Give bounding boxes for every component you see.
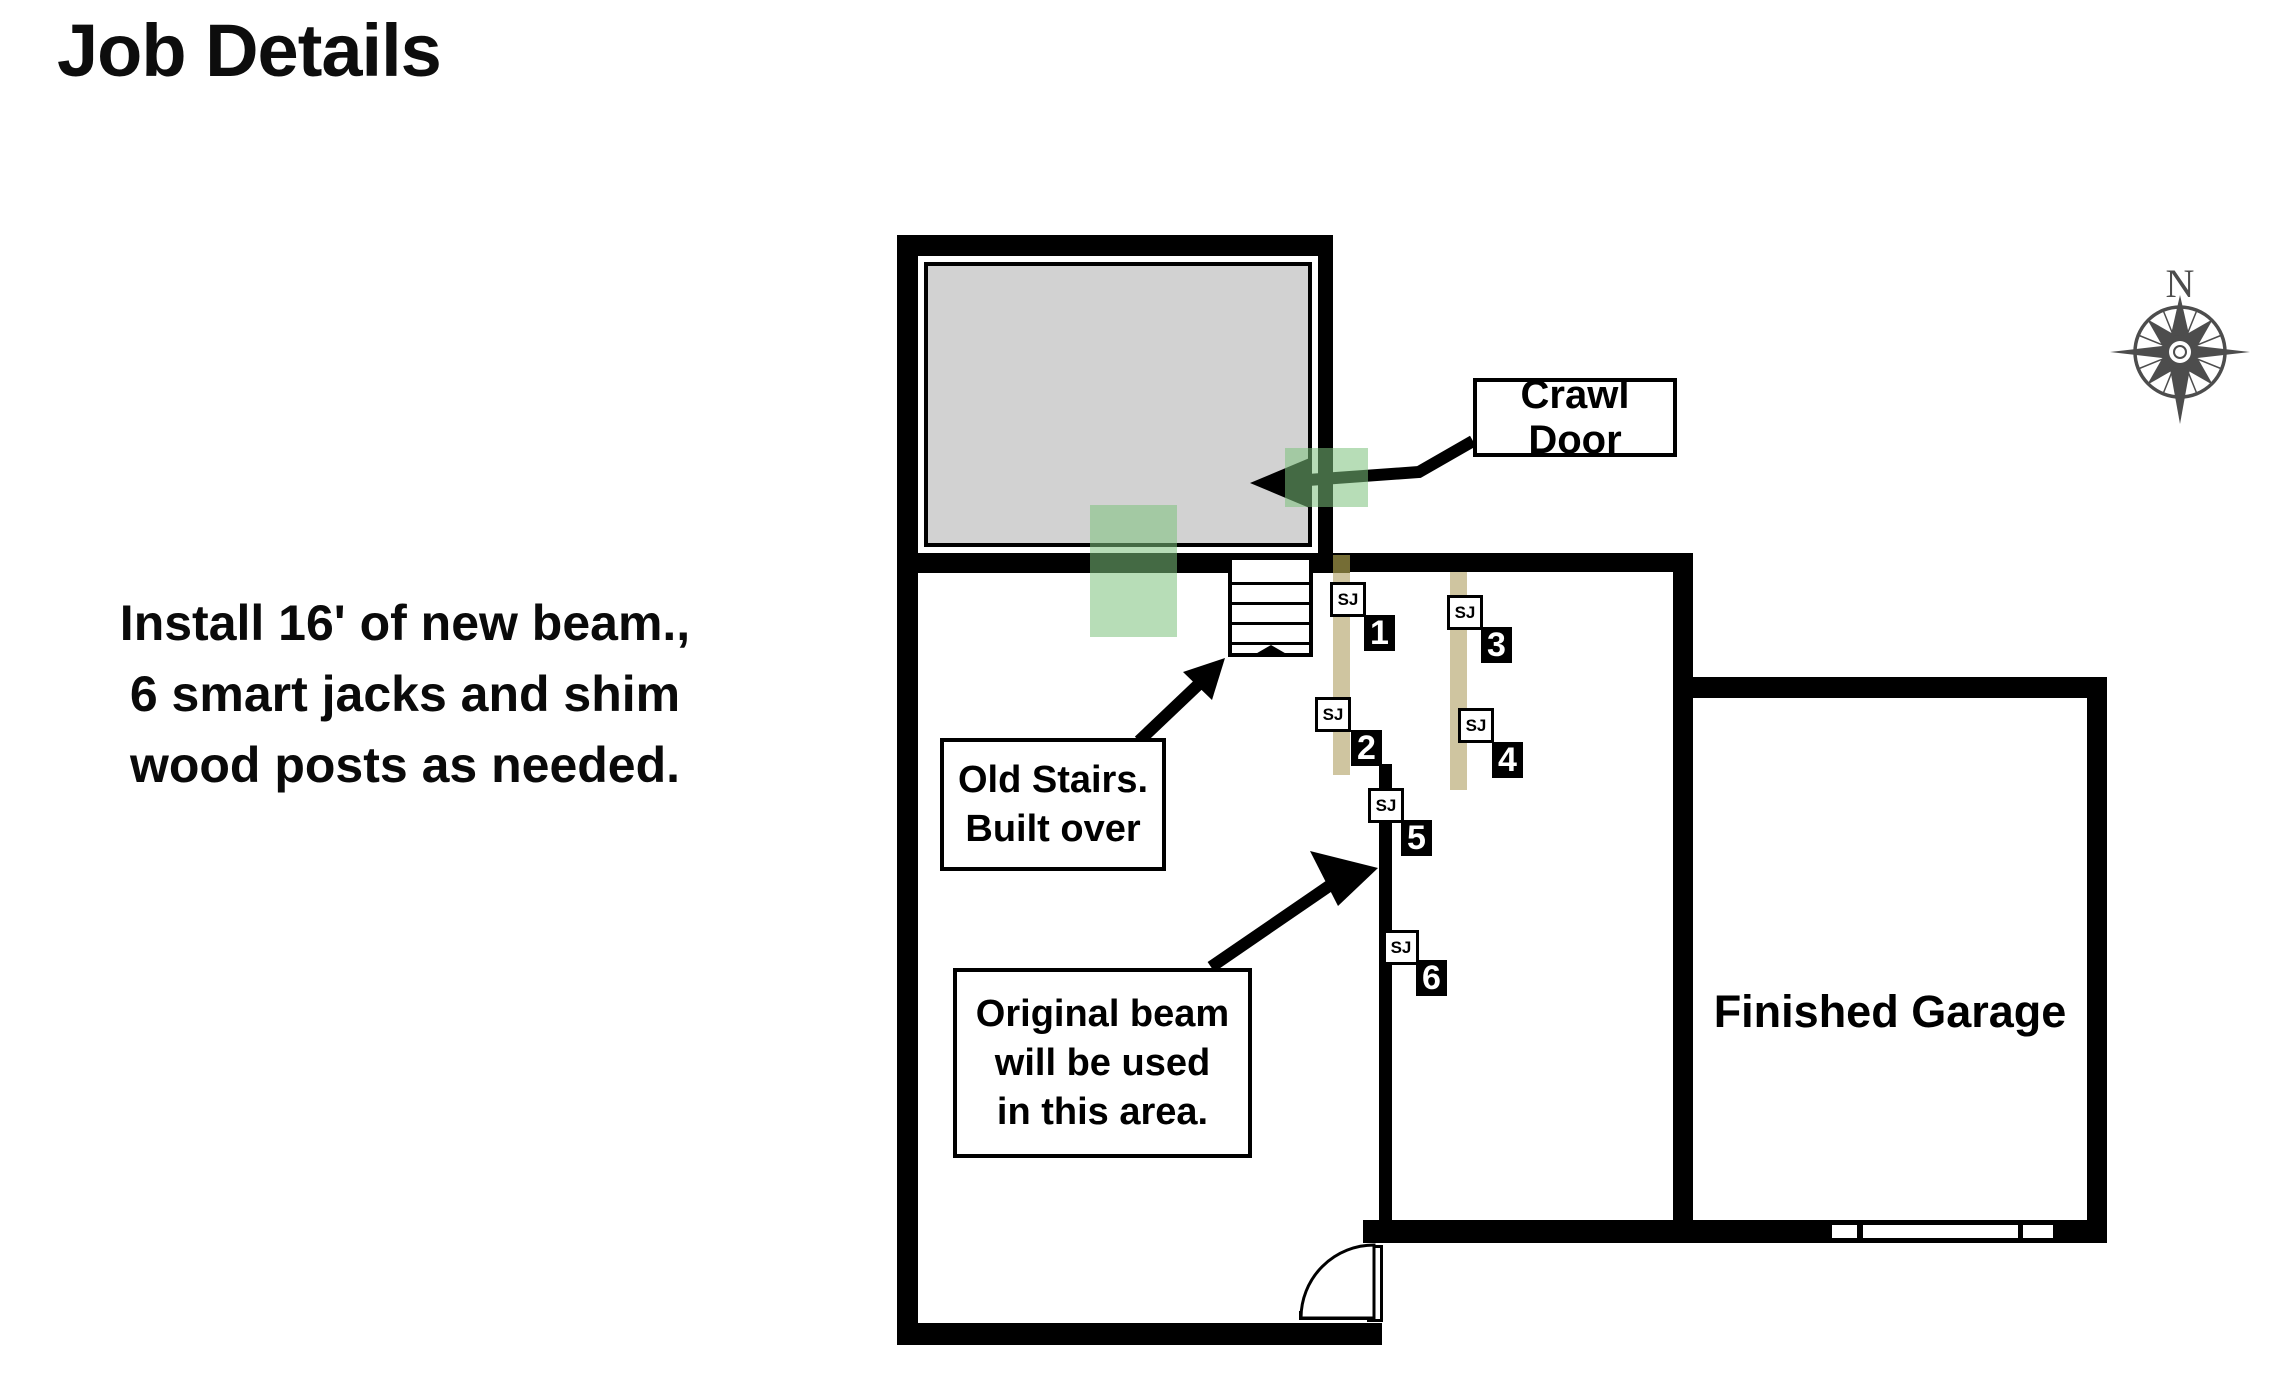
stairs-area-highlight [1090, 505, 1177, 637]
smart-jack-2-number: 2 [1351, 728, 1382, 767]
smart-jack-6-number: 6 [1416, 958, 1447, 997]
smart-jack-5-number: 5 [1401, 818, 1432, 857]
smart-jack-4-number: 4 [1492, 740, 1523, 779]
smart-jack-2-label: SJ [1322, 704, 1344, 724]
smart-jack-4-num-label: 4 [1498, 740, 1517, 779]
smart-jack-4-label: SJ [1465, 715, 1487, 735]
garage-door-divider [1857, 1225, 1863, 1238]
old-stairs-label-line-2: Built over [965, 807, 1141, 850]
smart-jack-5-label: SJ [1375, 795, 1397, 815]
smart-jack-6-label: SJ [1390, 937, 1412, 957]
smart-jack-3-box: SJ [1447, 595, 1483, 630]
stair-tread [1232, 602, 1309, 605]
smart-jack-3-number: 3 [1481, 625, 1512, 664]
smart-jack-1-number: 1 [1364, 613, 1395, 652]
basement-left-wall [897, 235, 918, 1345]
smart-jack-5-num-label: 5 [1407, 818, 1426, 857]
old-stairs-arrowhead [1183, 658, 1225, 700]
finished-garage-text: Finished Garage [1713, 986, 2067, 1037]
compass-north-label: N [2155, 260, 2205, 307]
garage-top-wall [1673, 677, 2107, 698]
smart-jack-2-num-label: 2 [1357, 728, 1376, 767]
old-stairs-arrow-line [1134, 679, 1204, 746]
new-beam-1-end-cap [1333, 555, 1350, 573]
stair-tread [1232, 582, 1309, 585]
job-note-line-3: wood posts as needed. [129, 737, 681, 793]
job-note-line-1: Install 16' of new beam., [119, 595, 691, 651]
compass-north-letter: N [2165, 261, 2195, 306]
original-beam-label-line-1: Original beam [975, 992, 1230, 1035]
entry-door-swing-arc [1299, 1243, 1376, 1320]
old-stairs [1228, 556, 1313, 657]
original-beam-arrow-line [1207, 879, 1336, 972]
garage-door-divider [2018, 1225, 2023, 1238]
smart-jack-6-num-label: 6 [1422, 958, 1441, 997]
job-note-line-2: 6 smart jacks and shim [129, 666, 681, 722]
page-title: Job Details [57, 9, 442, 92]
smart-jack-3-label: SJ [1454, 602, 1476, 622]
stair-tread [1232, 622, 1309, 625]
smart-jack-1-label: SJ [1337, 589, 1359, 609]
smart-jack-4-box: SJ [1458, 708, 1494, 743]
original-beam-label-line-3: in this area. [996, 1090, 1209, 1133]
smart-jack-6-box: SJ [1383, 930, 1419, 965]
smart-jack-3-num-label: 3 [1487, 625, 1506, 664]
garage-door-opening [1832, 1225, 2053, 1238]
smart-jack-5-box: SJ [1368, 788, 1404, 823]
crawl-door-label-box: Crawl Door [1473, 373, 1677, 462]
finished-garage-label: Finished Garage [1693, 986, 2087, 1038]
original-beam-arrowhead [1310, 851, 1378, 906]
original-beam-label-box: Original beam will be used in this area. [953, 968, 1252, 1158]
smart-jack-1-box: SJ [1330, 582, 1366, 617]
old-stairs-label-box: Old Stairs. Built over [940, 738, 1166, 871]
middle-room-right-wall [1673, 553, 1693, 1243]
job-note: Install 16' of new beam., 6 smart jacks … [75, 588, 735, 801]
basement-bottom-wall [897, 1323, 1382, 1345]
compass-rose [2110, 295, 2250, 424]
stairs-direction-triangle [1252, 645, 1290, 656]
stair-tread [1232, 642, 1309, 645]
crawl-door-label: Crawl Door [1520, 372, 1630, 462]
original-beam-line [1379, 764, 1392, 1220]
original-beam-label-line-2: will be used [994, 1041, 1211, 1084]
garage-right-wall [2087, 677, 2107, 1243]
smart-jack-2-box: SJ [1315, 697, 1351, 732]
crawl-door-highlight [1285, 448, 1368, 507]
smart-jack-1-num-label: 1 [1370, 613, 1389, 652]
old-stairs-label-line-1: Old Stairs. [957, 758, 1149, 801]
